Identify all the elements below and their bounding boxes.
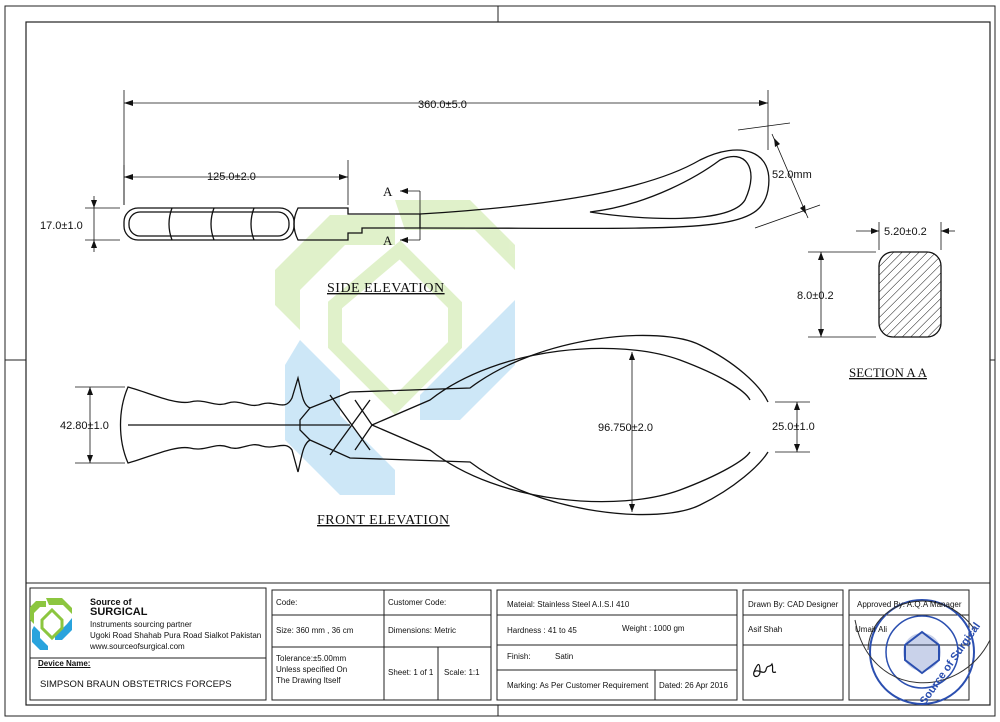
frame-ticks — [5, 6, 995, 716]
dim-handle-height: 17.0±1.0 — [40, 220, 83, 232]
spec-scale: Scale: 1:1 — [444, 668, 480, 677]
section-profile — [878, 251, 942, 338]
section-marker-bottom: A — [383, 233, 393, 248]
company-address: Ugoki Road Shahab Pura Road Sialkot Paki… — [90, 631, 262, 640]
dim-blade-width: 52.0mm — [772, 169, 812, 181]
company-tagline: Instruments sourcing partner — [90, 620, 192, 629]
dim-handle-width: 42.80±1.0 — [60, 420, 109, 432]
spec-tolerance-2: Unless specified On — [276, 665, 348, 674]
section-marker-top: A — [383, 184, 393, 199]
drawer-signature — [753, 662, 777, 678]
dim-section-height: 8.0±0.2 — [797, 290, 834, 302]
approver-name: Umair Ali — [855, 625, 888, 634]
finish-label: Finish: — [507, 652, 531, 661]
front-dimensions — [75, 352, 810, 512]
dim-blade-span: 96.750±2.0 — [598, 422, 653, 434]
front-elevation-view — [119, 334, 769, 516]
spec-sheet: Sheet: 1 of 1 — [388, 668, 434, 677]
dim-tip-gap: 25.0±1.0 — [772, 421, 815, 433]
marking-spec: Marking: As Per Customer Requirement — [507, 681, 649, 690]
company-name-line2: SURGICAL — [90, 606, 148, 618]
side-dimensions — [85, 90, 821, 252]
section-title: SECTION A A — [849, 365, 928, 380]
side-elevation-title: SIDE ELEVATION — [327, 281, 445, 296]
spec-dimensions: Dimensions: Metric — [388, 626, 457, 635]
company-name-line1: Source of — [90, 597, 132, 607]
hardness-spec: Hardness : 41 to 45 — [507, 626, 577, 635]
finish-value: Satin — [555, 652, 574, 661]
approved-by-label: Approved By: A.Q.A Manager — [857, 600, 962, 609]
dated-spec: Dated: 26 Apr 2016 — [659, 681, 728, 690]
material-spec: Mateial: Stainless Steel A.I.S.I 410 — [507, 600, 630, 609]
drawer-name: Asif Shah — [748, 625, 783, 634]
spec-size: Size: 360 mm , 36 cm — [276, 626, 354, 635]
front-arrows — [87, 352, 800, 512]
watermark-logo — [275, 200, 515, 495]
section-arrows — [818, 228, 949, 337]
approval-stamp — [854, 599, 991, 705]
spec-tolerance-3: The Drawing Itself — [276, 676, 341, 685]
section-dimensions — [808, 222, 955, 338]
weight-spec: Weight : 1000 gm — [622, 624, 685, 633]
device-name: SIMPSON BRAUN OBSTETRICS FORCEPS — [40, 679, 232, 690]
company-website: www.sourceofsurgical.com — [90, 642, 185, 651]
dim-overall-length: 360.0±5.0 — [418, 99, 467, 111]
device-name-label: Device Name: — [38, 659, 91, 668]
title-block-frame — [26, 582, 990, 701]
inner-frame — [25, 21, 991, 706]
spec-customer-code: Customer Code: — [388, 598, 447, 607]
dimension-arrows — [91, 100, 806, 248]
dim-handle-length: 125.0±2.0 — [207, 171, 256, 183]
spec-tolerance-1: Tolerance:±5.00mm — [276, 654, 347, 663]
spec-code: Code: — [276, 598, 298, 607]
drawn-by-label: Drawn By: CAD Designer — [748, 600, 839, 609]
dim-section-width: 5.20±0.2 — [884, 226, 927, 238]
company-logo — [30, 598, 72, 650]
front-elevation-title: FRONT ELEVATION — [317, 513, 450, 528]
outer-frame — [4, 5, 996, 717]
